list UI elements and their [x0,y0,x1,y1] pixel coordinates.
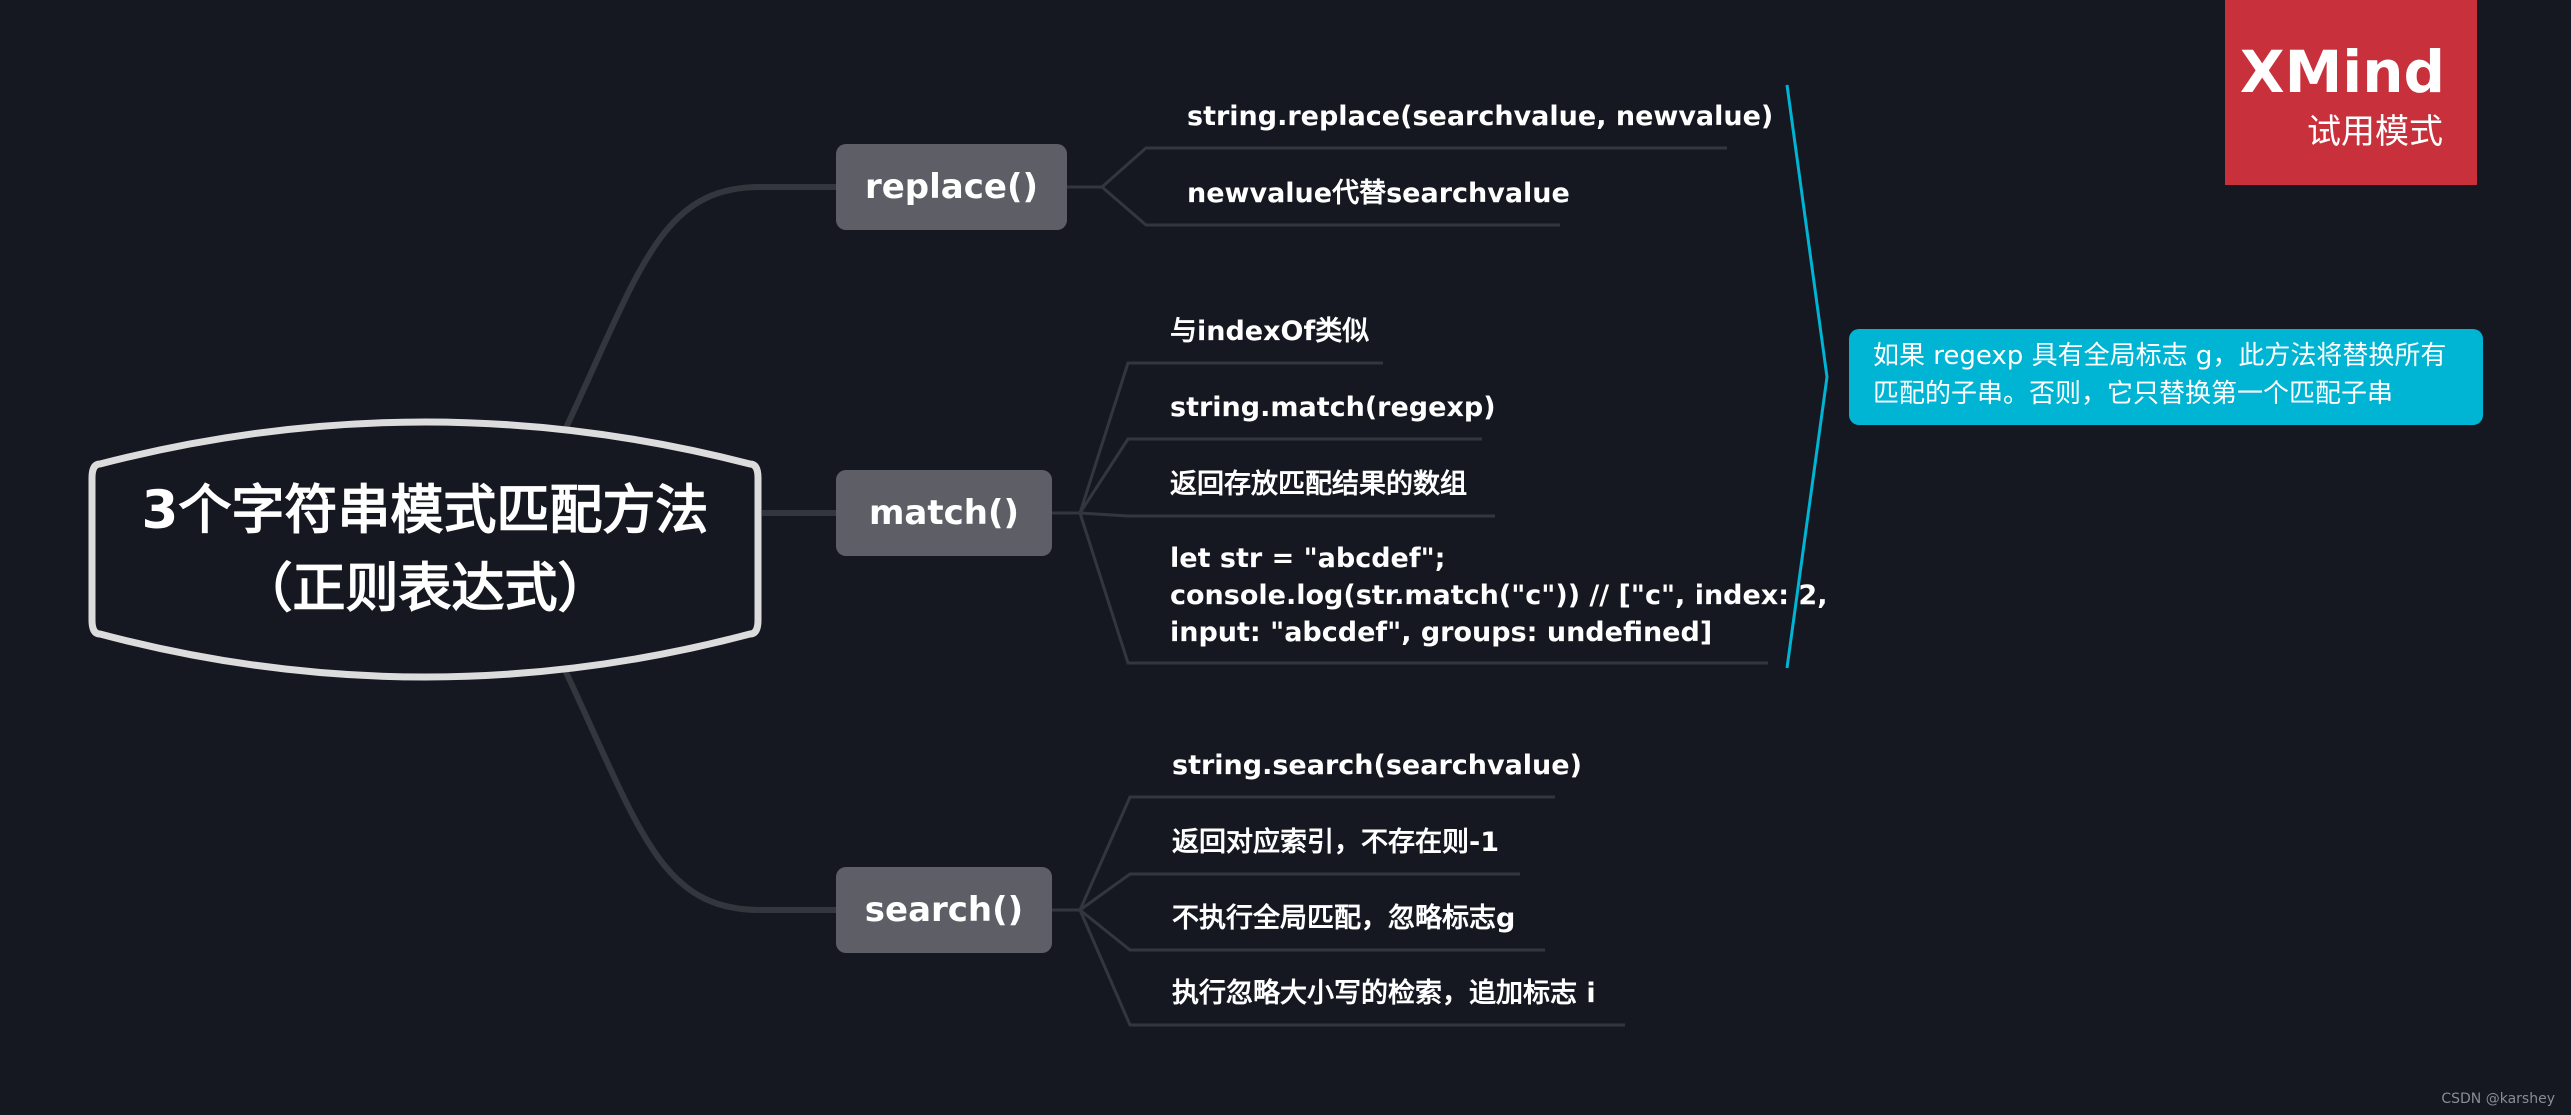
topic-search-label: search() [864,890,1024,930]
central-topic-outline [88,418,762,681]
topic-search[interactable]: search() [836,867,1052,953]
subtopic-search-returns[interactable]: 返回对应索引，不存在则-1 [1172,827,1499,858]
subtopic-search-syntax[interactable]: string.search(searchvalue) [1172,750,1582,781]
central-topic-label: 3个字符串模式匹配方法（正则表达式） [141,480,709,619]
topic-replace-label: replace() [864,167,1039,207]
subtopic-match-example[interactable]: let str = "abcdef"; console.log(str.matc… [1170,543,1828,648]
branch-match-4 [1078,512,1768,665]
branch-replace-2 [1101,185,1560,227]
subtopic-search-case-insensitive[interactable]: 执行忽略大小写的检索，追加标志 i [1172,978,1596,1009]
topic-replace[interactable]: replace() [836,144,1067,230]
branch-central-search [562,668,836,913]
summary-bracket [1785,84,1829,669]
branch-match-2 [1078,437,1482,514]
subtopic-replace-desc[interactable]: newvalue代替searchvalue [1187,178,1570,209]
branch-match-1 [1078,361,1383,514]
xmind-trial-watermark: XMind 试用模式 [2225,0,2477,185]
topic-match-label: match() [868,493,1020,533]
summary-callout-text: 如果 regexp 具有全局标志 g，此方法将替换所有匹配的子串。否则，它只替换… [1873,341,2447,409]
branch-search-3 [1079,908,1545,952]
watermark-subtitle: 试用模式 [2307,112,2443,152]
branch-search-1 [1078,795,1555,911]
central-topic[interactable]: 3个字符串模式匹配方法（正则表达式） [88,424,762,676]
subtopic-search-no-global[interactable]: 不执行全局匹配，忽略标志g [1172,903,1516,934]
watermark-title: XMind [2239,38,2445,106]
subtopic-match-returns[interactable]: 返回存放匹配结果的数组 [1170,469,1467,500]
branch-match-3 [1079,511,1495,518]
summary-callout[interactable]: 如果 regexp 具有全局标志 g，此方法将替换所有匹配的子串。否则，它只替换… [1849,329,2483,425]
branch-search-2 [1079,872,1520,912]
subtopic-match-similar[interactable]: 与indexOf类似 [1170,316,1370,347]
branch-replace-1 [1067,146,1727,189]
branch-central-replace [562,184,836,432]
subtopic-match-syntax[interactable]: string.match(regexp) [1170,392,1496,423]
topic-match[interactable]: match() [836,470,1052,556]
branch-search-4 [1078,909,1625,1027]
subtopic-replace-syntax[interactable]: string.replace(searchvalue, newvalue) [1187,101,1774,132]
credit-text: CSDN @karshey [2441,1091,2555,1107]
